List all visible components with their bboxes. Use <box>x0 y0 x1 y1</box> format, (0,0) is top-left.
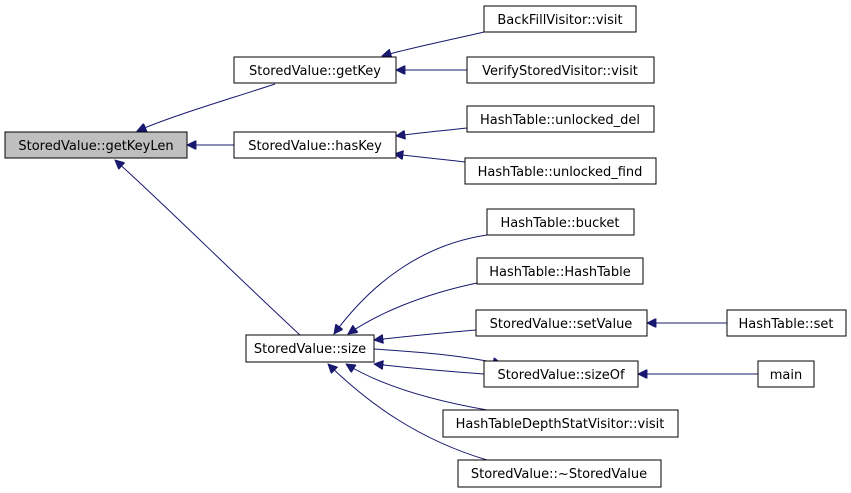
edge-unlockedFind-to-hasKey <box>394 154 466 163</box>
node-label: HashTable::unlocked_find <box>478 165 643 180</box>
node-size[interactable]: StoredValue::size <box>245 334 375 363</box>
node-unlockedDel[interactable]: HashTable::unlocked_del <box>466 105 655 133</box>
node-label: StoredValue::getKeyLen <box>18 139 173 154</box>
edge-size-to-getKeyLen <box>115 160 301 336</box>
edge-unlockedDel-to-hasKey <box>396 127 468 136</box>
node-backfill[interactable]: BackFillVisitor::visit <box>483 5 637 33</box>
node-label: StoredValue::sizeOf <box>497 368 625 383</box>
node-verify[interactable]: VerifyStoredVisitor::visit <box>466 56 655 84</box>
node-depthStat[interactable]: HashTableDepthStatVisitor::visit <box>442 409 679 438</box>
node-label: VerifyStoredVisitor::visit <box>482 64 638 79</box>
node-label: main <box>770 368 802 383</box>
node-hashTableCtor[interactable]: HashTable::HashTable <box>476 257 644 285</box>
edge-depthStat-to-size <box>346 364 488 411</box>
node-setValue[interactable]: StoredValue::setValue <box>475 309 648 337</box>
node-label: HashTable::bucket <box>501 216 620 231</box>
edge-size-to-sizeOf <box>373 348 502 364</box>
node-label: BackFillVisitor::visit <box>497 13 622 28</box>
node-label: HashTable::unlocked_del <box>480 113 640 128</box>
edges <box>115 31 758 461</box>
node-destructor[interactable]: StoredValue::~StoredValue <box>457 459 662 488</box>
node-label: HashTable::HashTable <box>489 265 631 280</box>
edge-bucket-to-size <box>334 234 488 334</box>
edge-sizeOf-to-size <box>374 364 485 375</box>
node-main[interactable]: main <box>757 360 815 388</box>
edge-destructor-to-size <box>328 364 488 461</box>
node-hasKey[interactable]: StoredValue::hasKey <box>233 131 397 159</box>
node-getKey[interactable]: StoredValue::getKey <box>233 56 397 84</box>
node-label: StoredValue::hasKey <box>248 139 382 154</box>
node-label: HashTable::set <box>739 317 834 332</box>
node-sizeOf[interactable]: StoredValue::sizeOf <box>483 360 639 388</box>
node-bucket[interactable]: HashTable::bucket <box>486 208 635 236</box>
edge-setValue-to-size <box>374 329 477 340</box>
node-unlockedFind[interactable]: HashTable::unlocked_find <box>464 157 657 185</box>
node-label: StoredValue::~StoredValue <box>471 467 647 482</box>
node-getKeyLen[interactable]: StoredValue::getKeyLen <box>4 131 188 159</box>
edge-backfill-to-getKey <box>382 31 485 56</box>
node-label: StoredValue::getKey <box>249 64 381 79</box>
node-label: HashTableDepthStatVisitor::visit <box>456 417 665 432</box>
node-set[interactable]: HashTable::set <box>726 309 847 337</box>
node-label: StoredValue::setValue <box>490 317 633 332</box>
edge-hashTableCtor-to-size <box>348 282 478 334</box>
edge-getKey-to-getKeyLen <box>137 83 276 131</box>
node-label: StoredValue::size <box>254 342 366 357</box>
